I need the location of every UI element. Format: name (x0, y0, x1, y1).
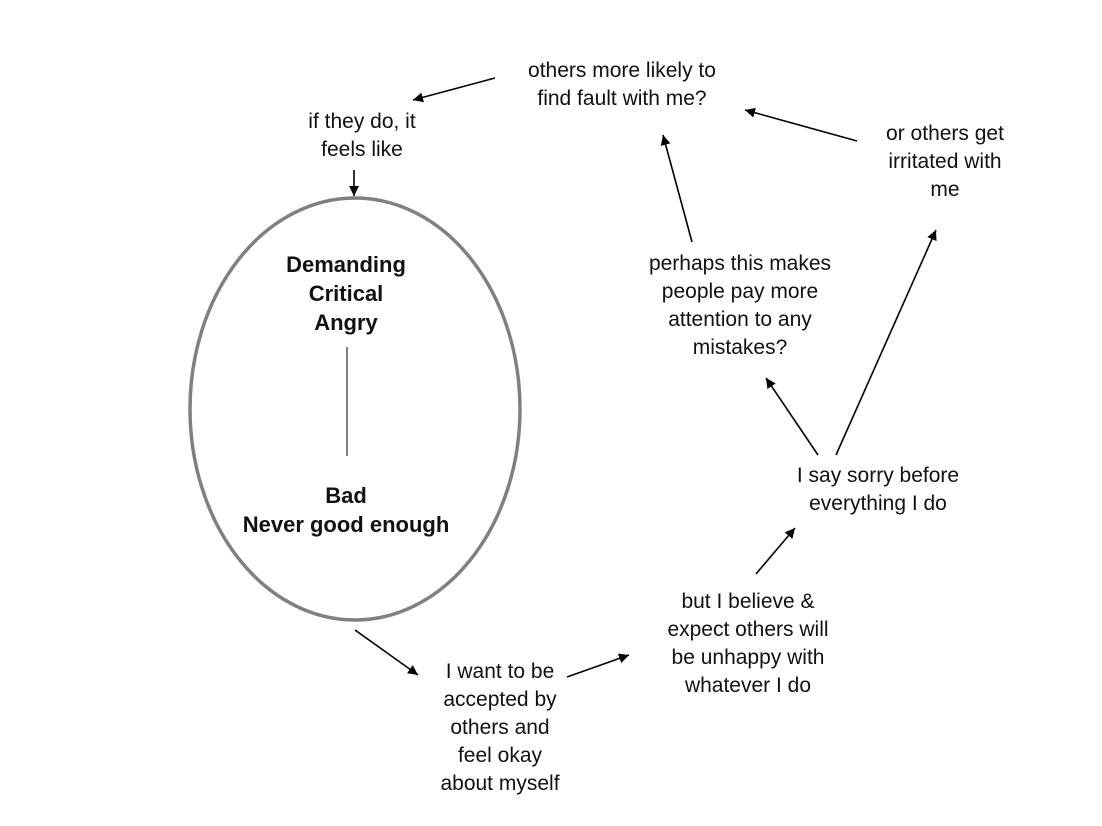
arrow-core-to-want (354, 629, 419, 676)
node-line: people pay more (661, 280, 819, 303)
arrow-sorry-to-irritated (835, 229, 937, 456)
node-line: expect others will (667, 618, 829, 641)
arrow-believe-to-sorry (755, 527, 796, 575)
node-line: but I believe & (681, 590, 815, 613)
node-line: others more likely to (528, 59, 716, 82)
node-line: I want to be (445, 660, 555, 683)
node-want-accepted: I want to be accepted by others and feel… (400, 658, 600, 798)
node-line: others and (450, 716, 550, 739)
core-belief-ellipse (188, 196, 522, 622)
node-line: find fault with me? (537, 87, 707, 110)
node-line: feels like (321, 138, 403, 161)
node-line: perhaps this makes (648, 252, 832, 275)
node-line: if they do, it (308, 110, 416, 133)
node-believe-unhappy: but I believe & expect others will be un… (628, 588, 868, 700)
node-line: me (930, 178, 960, 201)
node-line: mistakes? (692, 336, 788, 359)
arrow-irritated-to-fault (744, 107, 858, 142)
core-top-labels: Demanding Critical Angry (246, 250, 446, 337)
node-line: irritated with (888, 150, 1002, 173)
node-feels-like: if they do, it feels like (272, 108, 452, 164)
arrow-sorry-to-attention (765, 377, 819, 456)
node-line: I say sorry before (796, 464, 960, 487)
core-label-angry: Angry (314, 310, 378, 335)
node-find-fault: others more likely to find fault with me… (492, 57, 752, 113)
core-label-bad: Bad (325, 483, 367, 508)
node-pay-attention: perhaps this makes people pay more atten… (620, 250, 860, 362)
node-line: about myself (440, 772, 560, 795)
node-line: everything I do (809, 492, 947, 515)
node-irritated: or others get irritated with me (855, 120, 1035, 204)
node-line: feel okay (457, 744, 543, 767)
arrow-fault-to-feels (412, 77, 496, 103)
arrow-attention-to-fault (660, 134, 693, 243)
node-say-sorry: I say sorry before everything I do (758, 462, 998, 518)
node-line: or others get (886, 122, 1004, 145)
core-label-never-good-enough: Never good enough (242, 512, 450, 537)
core-label-critical: Critical (308, 281, 384, 306)
arrow-want-to-believe (566, 653, 630, 678)
node-line: be unhappy with (671, 646, 825, 669)
core-label-demanding: Demanding (286, 252, 406, 277)
node-line: accepted by (443, 688, 557, 711)
node-line: attention to any (668, 308, 812, 331)
node-line: whatever I do (684, 674, 812, 697)
core-bottom-labels: Bad Never good enough (196, 481, 496, 539)
